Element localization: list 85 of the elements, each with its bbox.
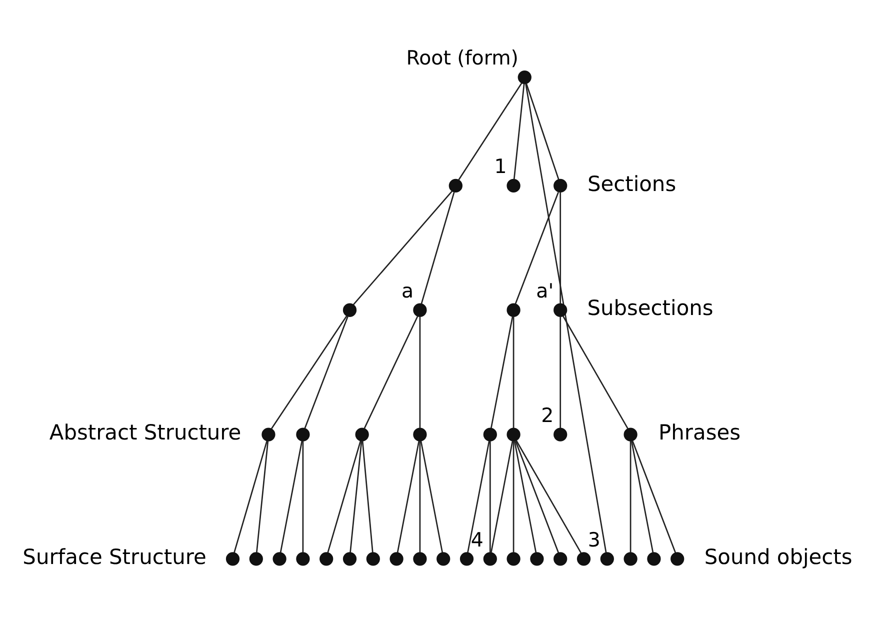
connector [562, 316, 628, 429]
connector [516, 440, 582, 554]
connector [419, 316, 421, 428]
node-circle [460, 552, 474, 566]
connector [350, 440, 362, 553]
node-circle [647, 552, 661, 566]
node-circle [554, 552, 568, 566]
connector [630, 440, 632, 553]
connector [327, 440, 362, 553]
label: Surface Structure [22, 544, 206, 569]
connector [514, 192, 559, 304]
connector [526, 83, 560, 180]
node-circle [413, 428, 427, 442]
node-label: 4 [470, 528, 484, 552]
node-label: a [402, 280, 414, 303]
node-circle [483, 428, 497, 442]
node-label: 3 [588, 528, 600, 552]
connector [630, 440, 654, 553]
node-circle [670, 552, 684, 566]
connector [302, 440, 304, 553]
connector [420, 440, 444, 553]
label: Sound objects [704, 544, 852, 569]
node-circle [296, 428, 310, 442]
connector [271, 316, 348, 430]
label: Abstract Structure [49, 420, 242, 445]
node-circle [506, 178, 520, 193]
node-circle [554, 303, 568, 317]
connector [490, 316, 514, 428]
node-label: 2 [541, 404, 554, 427]
node-circle [226, 552, 240, 566]
connector [256, 440, 269, 553]
node-circle [249, 552, 263, 566]
node-label: 1 [494, 155, 507, 178]
node-circle [506, 303, 520, 317]
node-circle [483, 552, 497, 566]
node-circle [554, 428, 568, 442]
connector [467, 440, 490, 553]
connector [458, 82, 522, 180]
node-circle [366, 552, 380, 566]
node-circle [320, 552, 334, 566]
connector [362, 440, 374, 553]
node-circle [413, 303, 427, 317]
node-circle [296, 552, 310, 566]
connector [304, 316, 348, 428]
node-circle [576, 552, 591, 566]
node-label: a' [536, 280, 554, 303]
node-circle [506, 552, 520, 566]
connector [419, 440, 421, 553]
node-circle [624, 552, 638, 566]
label: Sections [587, 172, 676, 196]
node-circle [436, 552, 450, 566]
connector [280, 440, 303, 553]
label: Phrases [658, 420, 741, 445]
connector [512, 316, 514, 428]
connector [396, 440, 420, 553]
connector [514, 440, 560, 553]
label: Subsections [587, 296, 714, 320]
connector [560, 316, 562, 428]
connector [420, 192, 455, 304]
node-circle [390, 552, 404, 566]
connector [525, 84, 607, 553]
connector [234, 440, 268, 553]
node-circle [355, 428, 369, 442]
node-circle [530, 552, 544, 566]
connector [513, 84, 525, 180]
node-circle [518, 70, 532, 84]
connector [632, 440, 676, 553]
connector [364, 316, 418, 429]
connector [514, 440, 537, 553]
node-label: Root (form) [406, 46, 518, 70]
node-circle [272, 552, 286, 566]
node-circle [262, 428, 276, 442]
connector [560, 192, 562, 304]
node-circle [342, 303, 357, 317]
connector [352, 190, 453, 306]
connector [490, 440, 514, 553]
connector [489, 440, 491, 553]
node-circle [506, 428, 520, 442]
node-circle [554, 178, 568, 193]
node-circle [342, 552, 357, 566]
node-circle [413, 552, 427, 566]
node-circle [448, 178, 462, 193]
node-circle [624, 428, 638, 442]
node-circle [600, 552, 614, 566]
connector [512, 440, 514, 553]
